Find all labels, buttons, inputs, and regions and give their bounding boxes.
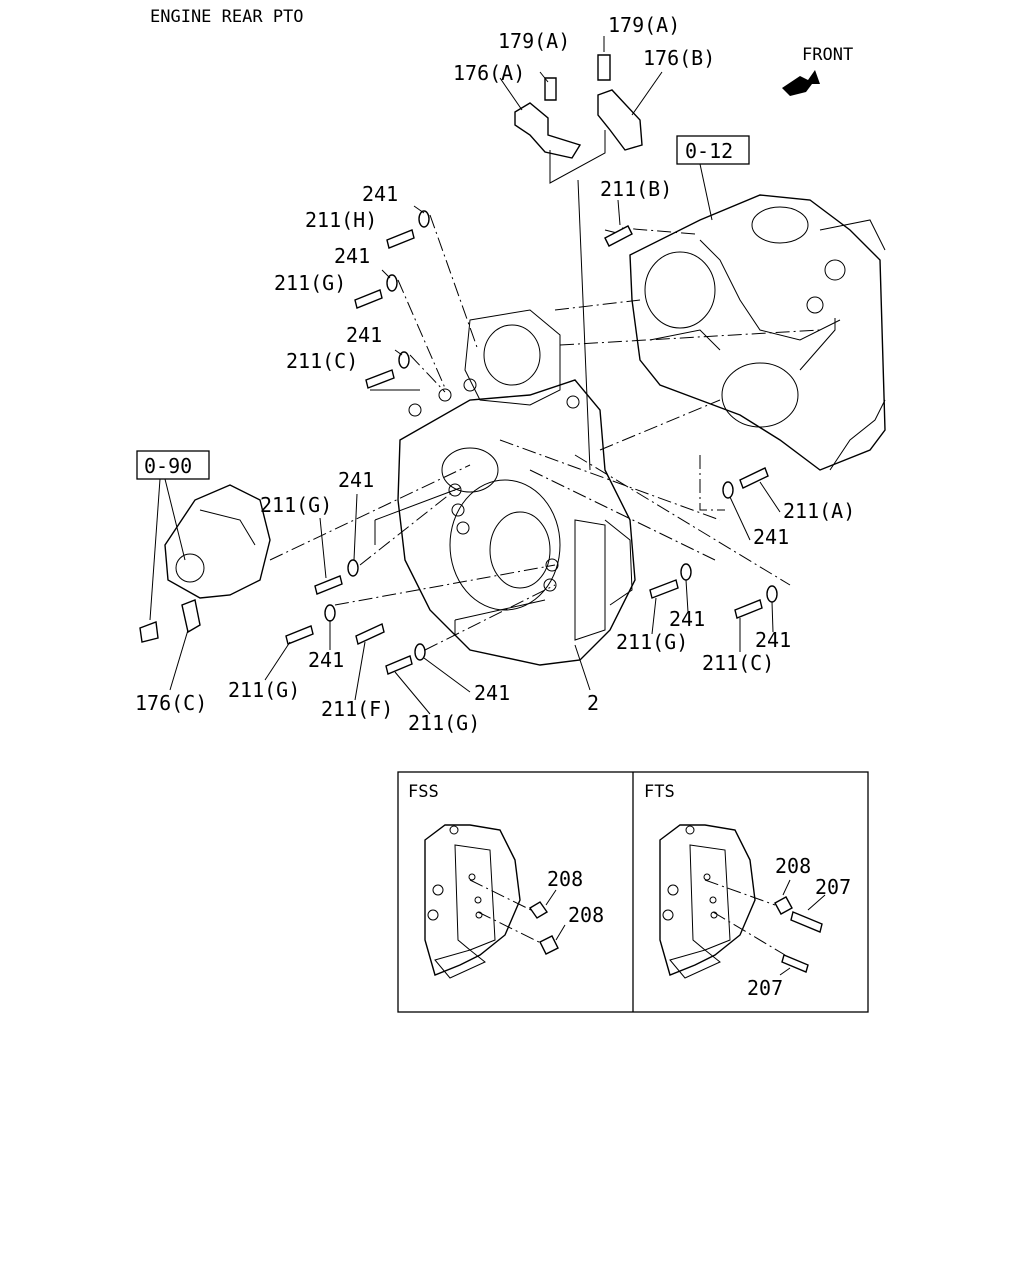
inset-fss-title: FSS [408,782,439,802]
label-176c: 176(C) [135,691,207,715]
label-241-8: 241 [308,648,344,672]
bolt-211c-right [734,599,763,619]
bolt-211g-mid [314,575,343,595]
label-211c-top: 211(C) [286,349,358,373]
washer-241-a [418,210,430,228]
label-241-9: 241 [474,681,510,705]
callout-labels: 179(A) 179(A) 176(A) 176(B) 211(B) 241 2… [135,13,855,735]
engine-block-drawing [604,194,886,471]
inset-fts-title: FTS [644,782,675,802]
leader-lines [334,214,836,691]
label-241-1: 241 [362,182,398,206]
inset-fts-label-207-bottom: 207 [747,976,783,1000]
label-179a-left: 179(A) [498,29,570,53]
inset-panels [397,771,869,1013]
label-241-7: 241 [755,628,791,652]
washer-241-c [398,351,410,369]
washer-241-e [324,604,336,622]
ref-box-engine-block[interactable]: 0-12 [676,135,750,165]
bracket-176a-drawing [514,77,582,159]
label-241-5: 241 [753,525,789,549]
inset-fss: FSS 208 208 [408,782,604,979]
label-241-3: 241 [346,323,382,347]
bolt-211g-right [649,579,679,599]
pto-unit-drawing [139,484,271,643]
label-176b: 176(B) [643,46,715,70]
inset-fss-label-b: 208 [568,903,604,927]
bolt-211g-left [285,625,314,645]
bolt-211c-top [365,369,395,389]
bolt-211g-bottom [385,655,413,675]
svg-text:0-12: 0-12 [685,139,733,163]
front-arrow-icon [782,70,820,96]
washer-241-h [680,563,692,581]
label-211g-bottom: 211(G) [408,711,480,735]
label-leaders [169,36,781,715]
washer-241-g [722,481,734,499]
inset-fts: FTS 208 207 207 [644,782,851,1000]
label-211b: 211(B) [600,177,672,201]
label-241-6: 241 [669,607,705,631]
label-241-4: 241 [338,468,374,492]
label-211g-top: 211(G) [274,271,346,295]
bolt-211g-top [354,289,383,309]
inset-fts-label-208: 208 [775,854,811,878]
label-211g-left: 211(G) [228,678,300,702]
bolt-211h [386,229,415,249]
svg-text:0-90: 0-90 [144,454,192,478]
label-241-2: 241 [334,244,370,268]
inset-fss-label-a: 208 [547,867,583,891]
washer-241-b [386,274,398,292]
label-176a: 176(A) [453,61,525,85]
front-label: FRONT [802,45,853,65]
washer-241-i [766,585,778,603]
flywheel-housing-drawing [397,309,636,666]
label-2: 2 [587,691,599,715]
bracket-176b-drawing [597,54,643,151]
diagram-title: ENGINE REAR PTO [150,7,304,27]
washer-241-d [347,559,359,577]
label-211g-mid: 211(G) [260,493,332,517]
label-179a-right: 179(A) [608,13,680,37]
bolt-211f [355,623,385,645]
washer-241-f [414,643,426,661]
label-211f: 211(F) [321,697,393,721]
ref-box-pto-unit[interactable]: 0-90 [136,450,210,480]
bolt-211b [604,225,633,247]
label-211c-right: 211(C) [702,651,774,675]
label-211h: 211(H) [305,208,377,232]
inset-fts-label-207-top: 207 [815,875,851,899]
label-211a: 211(A) [783,499,855,523]
bolt-211a [739,467,769,489]
